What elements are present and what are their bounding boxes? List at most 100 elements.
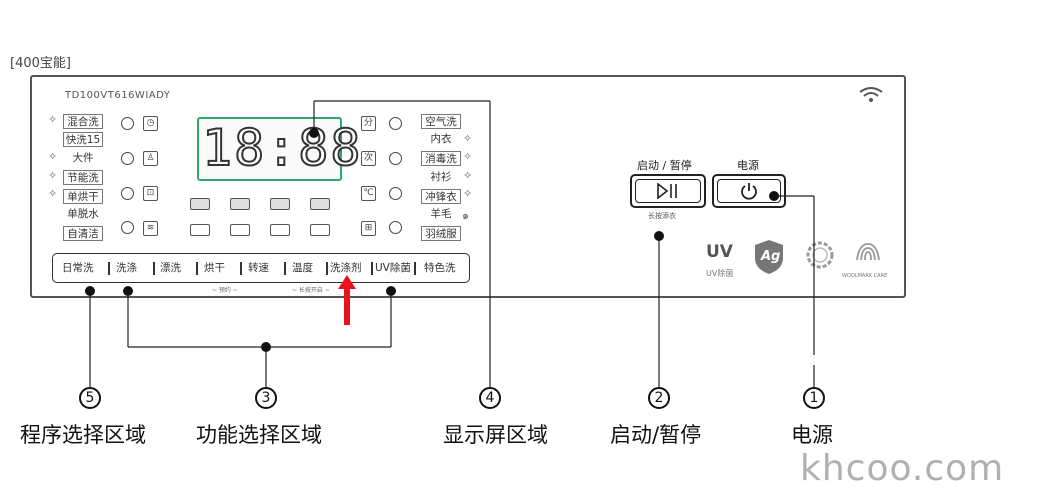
program-dry-only[interactable]: 单烘干 [63, 189, 103, 204]
drop-icon [310, 224, 330, 236]
led-indicator [121, 221, 134, 234]
program-wool[interactable]: 羊毛 [430, 208, 452, 220]
circle-badge-icon [806, 241, 834, 269]
sparkle-icon [230, 224, 250, 236]
model-number: TD100VT616WIADY [65, 90, 171, 101]
divider [326, 262, 328, 275]
uv-badge-sublabel: UV除菌 [706, 269, 734, 278]
program-disinfect[interactable]: 消毒洗 [421, 151, 461, 166]
play-pause-icon [657, 183, 677, 199]
led-indicator [389, 152, 402, 165]
function-bar [52, 253, 470, 283]
program-bulky[interactable]: 大件 [72, 152, 94, 164]
program-air-wash[interactable]: 空气洗 [421, 114, 461, 129]
display-digits: 18:88 [201, 118, 363, 178]
program-spin-only[interactable]: 单脱水 [67, 208, 99, 220]
red-arrow-icon [338, 275, 356, 325]
func-detergent[interactable]: 洗涤剂 [330, 262, 362, 274]
wifi-icon [859, 87, 883, 102]
wool-icon: ๑ [462, 209, 469, 222]
marker-dot [769, 191, 779, 201]
divider [414, 262, 416, 275]
divider [196, 262, 198, 275]
marker-dot [85, 286, 95, 296]
child-lock-icon: ♙ [143, 151, 158, 166]
ag-shield-icon [755, 240, 783, 274]
program-eco[interactable]: 节能洗 [63, 170, 103, 185]
minute-icon: 分 [361, 116, 376, 131]
power-label: 电源 [737, 159, 759, 172]
start-pause-label: 启动 / 暂停 [637, 159, 692, 172]
water-icon [230, 198, 250, 210]
uv-badge: UV [706, 242, 733, 262]
callout-number-3: 3 [255, 387, 277, 409]
callout-label-display: 显示屏区域 [443, 423, 548, 447]
func-daily-wash[interactable]: 日常洗 [62, 262, 94, 274]
stain-icon [270, 224, 290, 236]
program-down[interactable]: 羽绒服 [421, 226, 461, 241]
callout-label-function: 功能选择区域 [196, 423, 322, 447]
callout-label-start: 启动/暂停 [610, 423, 702, 447]
marker-dot [654, 231, 664, 241]
tub-icon [270, 198, 290, 210]
clock-icon: ◷ [143, 116, 158, 131]
sun-icon: ✧ [463, 150, 473, 163]
program-jacket[interactable]: 冲锋衣 [421, 189, 461, 204]
divider [371, 262, 373, 275]
marker-dot [309, 128, 319, 138]
func-wash[interactable]: 洗涤 [116, 262, 137, 274]
wifi-small-icon: ≋ [143, 221, 158, 236]
func-sub-reserve: ~ 预约 ~ [212, 287, 238, 294]
ag-shield-text: Ag [761, 249, 781, 264]
top-note: [400宝能] [10, 56, 71, 71]
func-temp[interactable]: 温度 [292, 262, 313, 274]
power-icon [741, 183, 757, 200]
woolmark-text: WOOLMARK CARE [842, 273, 888, 279]
sun-icon: ✧ [463, 187, 473, 200]
divider [240, 262, 242, 275]
blank-icon [190, 224, 210, 236]
temp-icon: ℃ [361, 186, 376, 201]
callout-number-2: 2 [648, 387, 670, 409]
led-indicator [389, 117, 402, 130]
power-button[interactable] [712, 174, 786, 208]
program-underwear[interactable]: 内衣 [430, 133, 452, 145]
marker-dot [123, 286, 133, 296]
sun-icon: ✧ [463, 169, 473, 182]
program-quick15[interactable]: 快洗15 [63, 132, 103, 147]
callout-number-1: 1 [803, 387, 825, 409]
func-special[interactable]: 特色洗 [424, 262, 456, 274]
dry-icon [310, 198, 330, 210]
digital-display [197, 117, 342, 181]
func-uv[interactable]: UV除菌 [375, 262, 411, 274]
divider [284, 262, 286, 275]
plus-icon: ⊞ [361, 221, 376, 236]
led-indicator [389, 221, 402, 234]
sun-icon: ✧ [48, 150, 58, 163]
woolmark-icon [856, 243, 880, 261]
start-pause-button[interactable] [630, 174, 706, 208]
divider [153, 262, 155, 275]
drum-icon [190, 198, 210, 210]
watermark: khcoo.com [800, 448, 1005, 489]
callout-label-program: 程序选择区域 [20, 423, 146, 447]
led-indicator [121, 187, 134, 200]
callout-number-5: 5 [79, 387, 101, 409]
led-indicator [121, 117, 134, 130]
sun-icon: ✧ [48, 113, 58, 126]
led-indicator [389, 187, 402, 200]
func-dry[interactable]: 烘干 [204, 262, 225, 274]
door-lock-icon: ⊡ [143, 186, 158, 201]
program-mixed[interactable]: 混合洗 [63, 114, 103, 129]
func-spin[interactable]: 转速 [248, 262, 269, 274]
program-self-clean[interactable]: 自清洁 [63, 226, 103, 241]
marker-dot [261, 342, 271, 352]
callout-number-4: 4 [479, 387, 501, 409]
func-rinse[interactable]: 漂洗 [160, 262, 181, 274]
sun-icon: ✧ [463, 132, 473, 145]
program-shirt[interactable]: 衬衫 [430, 171, 452, 183]
sun-icon: ✧ [48, 169, 58, 182]
marker-dot [386, 286, 396, 296]
callout-label-power: 电源 [791, 423, 833, 447]
